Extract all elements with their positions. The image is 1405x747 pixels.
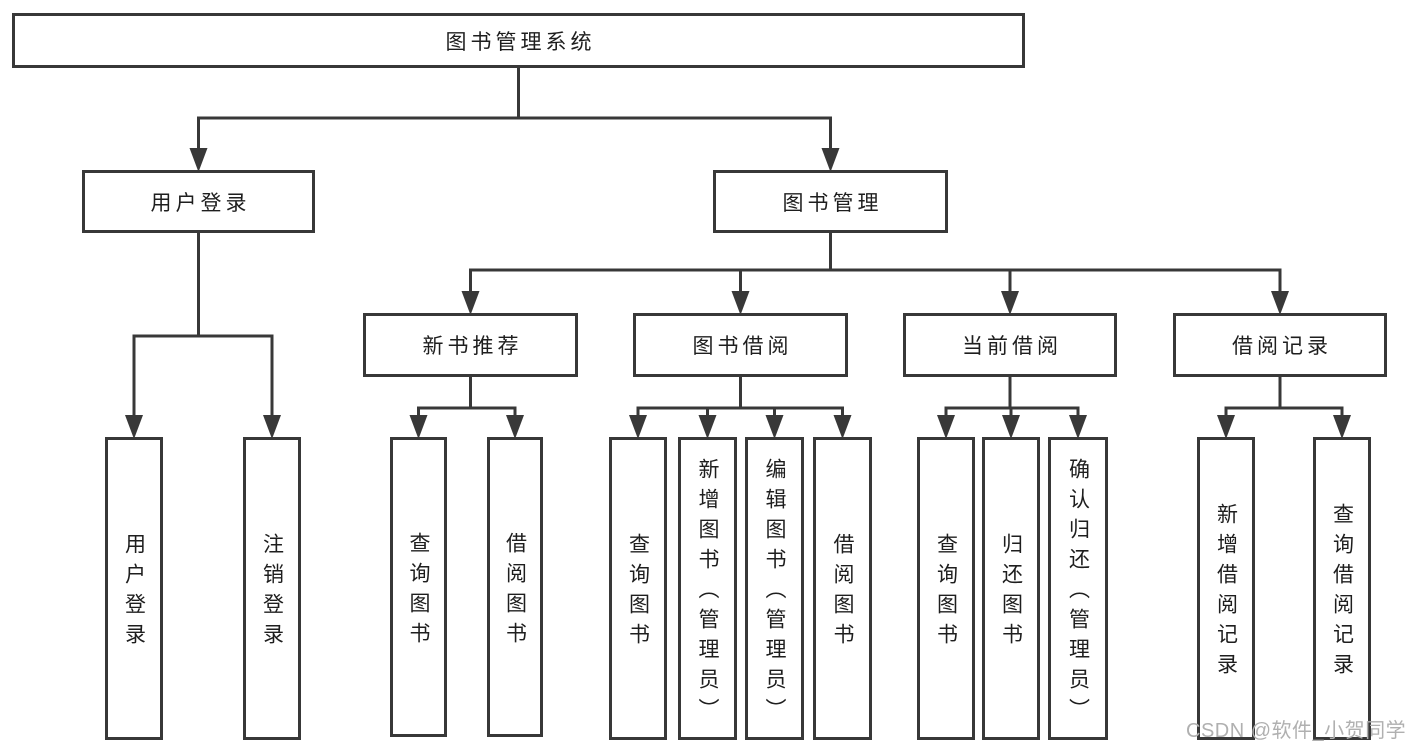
node-label: 查询图书 — [407, 531, 430, 652]
connector-arrow — [1333, 415, 1351, 439]
node-bb-query-books: 查询图书 — [609, 437, 667, 740]
node-user-login: 用户登录 — [82, 170, 315, 233]
watermark-text: CSDN @软件_小贺同学 — [1186, 720, 1405, 742]
node-bb-edit-books: 编辑图书（管理员） — [745, 437, 804, 740]
connector-arrow — [937, 415, 955, 439]
node-label: 编辑图书（管理员） — [763, 458, 786, 728]
node-bb-borrow-books: 借阅图书 — [813, 437, 872, 740]
node-borrowing-records: 借阅记录 — [1173, 313, 1387, 377]
connector-arrow — [629, 415, 647, 439]
node-user-login-op: 用户登录 — [105, 437, 163, 740]
node-label: 图书管理 — [782, 191, 883, 215]
node-label: 归还图书 — [999, 533, 1023, 653]
node-label: 查询图书 — [626, 533, 650, 653]
node-label: 借阅记录 — [1232, 335, 1332, 358]
connector-arrow — [731, 291, 750, 315]
connector-arrow — [461, 291, 480, 315]
node-label: 用户登录 — [122, 533, 146, 653]
node-label: 新增借阅记录 — [1214, 503, 1238, 683]
connector-arrow — [506, 415, 524, 439]
node-label: 注销登录 — [260, 533, 284, 653]
node-root: 图书管理系统 — [12, 13, 1025, 68]
node-book-borrowing: 图书借阅 — [633, 313, 848, 377]
connector-arrow — [821, 148, 840, 172]
node-cb-query-books: 查询图书 — [917, 437, 975, 740]
node-cb-return-books: 归还图书 — [982, 437, 1040, 740]
node-logout-op: 注销登录 — [243, 437, 301, 740]
node-label: 图书借阅 — [692, 335, 793, 358]
node-book-management: 图书管理 — [713, 170, 948, 233]
node-cb-confirm-return: 确认归还（管理员） — [1048, 437, 1108, 740]
node-label: 查询图书 — [934, 533, 958, 653]
connector-arrow — [1069, 415, 1087, 439]
node-label: 确认归还（管理员） — [1066, 458, 1090, 728]
node-current-borrowing: 当前借阅 — [903, 313, 1117, 377]
connector-arrow — [409, 415, 428, 439]
node-nb-query-books: 查询图书 — [390, 437, 447, 737]
node-label: 用户登录 — [150, 191, 251, 215]
node-label: 图书管理系统 — [445, 30, 596, 54]
connector-arrow — [1001, 291, 1019, 315]
connector-arrow — [1271, 291, 1289, 315]
node-label: 查询借阅记录 — [1330, 503, 1354, 683]
node-label: 当前借阅 — [962, 335, 1062, 358]
node-br-add-record: 新增借阅记录 — [1197, 437, 1255, 740]
node-br-query-record: 查询借阅记录 — [1313, 437, 1371, 740]
node-label: 新增图书（管理员） — [696, 458, 719, 728]
node-bb-add-books: 新增图书（管理员） — [678, 437, 737, 740]
connector-arrow — [833, 415, 852, 439]
node-label: 借阅图书 — [831, 533, 854, 653]
node-nb-borrow-books: 借阅图书 — [487, 437, 543, 737]
connector-arrow — [263, 415, 281, 439]
connector-arrow — [765, 415, 784, 439]
connector-arrow — [1217, 415, 1235, 439]
connector-arrow — [189, 148, 208, 172]
connector-arrow — [125, 415, 143, 439]
node-new-book-recommend: 新书推荐 — [363, 313, 578, 377]
node-label: 新书推荐 — [422, 335, 523, 358]
connector-arrow — [1002, 415, 1020, 439]
node-label: 借阅图书 — [503, 531, 527, 652]
connector-arrow — [698, 415, 717, 439]
